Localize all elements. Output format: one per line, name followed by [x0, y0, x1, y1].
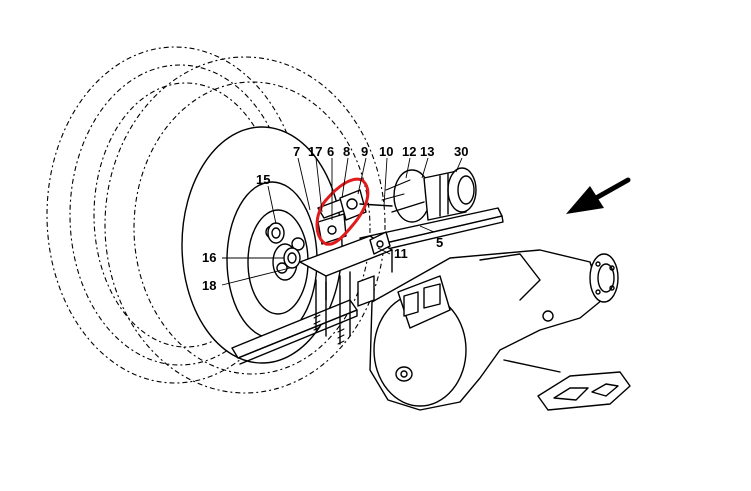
spring-clamp — [299, 235, 393, 345]
callout-7: 7 — [293, 144, 300, 159]
callout-15: 15 — [256, 172, 270, 187]
callout-13: 13 — [420, 144, 434, 159]
brake-chamber — [381, 167, 477, 223]
callout-5: 5 — [436, 235, 443, 250]
right-mount — [503, 359, 631, 411]
direction-arrow — [566, 177, 631, 214]
callout-9: 9 — [361, 144, 368, 159]
pinion-flange — [589, 253, 619, 303]
part-15-ring — [267, 222, 285, 244]
highlight-circle — [315, 177, 370, 246]
callout-12: 12 — [402, 144, 416, 159]
tyre-inner — [104, 56, 386, 394]
callout-30: 30 — [454, 144, 468, 159]
part-16-bushing — [283, 247, 301, 269]
callout-6: 6 — [327, 144, 334, 159]
differential-housing — [369, 249, 603, 411]
leader-lines — [221, 157, 463, 286]
callout-11: 11 — [394, 246, 408, 261]
callout-8: 8 — [343, 144, 350, 159]
callout-10: 10 — [379, 144, 393, 159]
callout-16: 16 — [202, 250, 216, 265]
callout-18: 18 — [202, 278, 216, 293]
callout-17: 17 — [308, 144, 322, 159]
slack-adjuster — [317, 189, 393, 255]
